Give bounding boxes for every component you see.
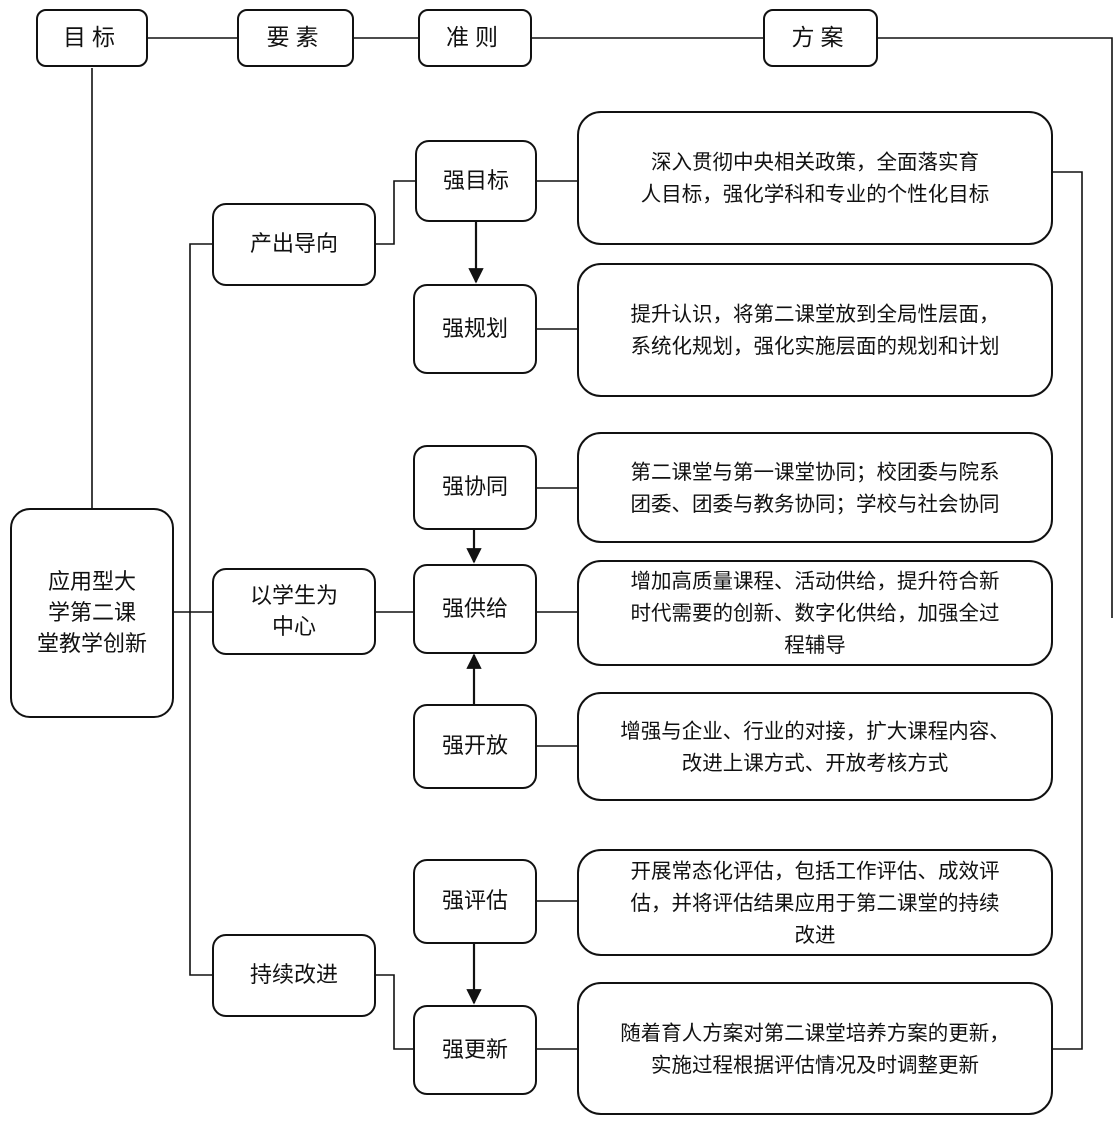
principle-update: 强更新 xyxy=(413,1005,537,1095)
element-student-line-2: 中心 xyxy=(271,614,316,640)
plan-evaluate-line-3: 改进 xyxy=(794,922,836,947)
header-principles: 准则 xyxy=(418,9,532,67)
root-line-1: 应用型大 xyxy=(47,569,136,595)
plan-update: 随着育人方案对第二课堂培养方案的更新， 实施过程根据评估情况及时调整更新 xyxy=(577,982,1053,1115)
plan-synergy-line-2: 团委、团委与教务协同；学校与社会协同 xyxy=(630,491,1000,516)
principle-evaluate: 强评估 xyxy=(413,859,537,944)
element-continuous-improvement: 持续改进 xyxy=(212,934,376,1017)
element-student-centered: 以学生为 中心 xyxy=(212,568,376,655)
principle-goal: 强目标 xyxy=(415,140,537,222)
principle-open-label: 强开放 xyxy=(441,734,508,759)
plan-evaluate: 开展常态化评估，包括工作评估、成效评 估，并将评估结果应用于第二课堂的持续 改进 xyxy=(577,849,1053,956)
principle-plan: 强规划 xyxy=(413,284,537,374)
principle-supply-label: 强供给 xyxy=(441,596,508,622)
header-principles-label: 准则 xyxy=(446,24,504,51)
plan-supply: 增加高质量课程、活动供给，提升符合新 时代需要的创新、数字化供给，加强全过 程辅… xyxy=(577,560,1053,666)
plan-update-line-1: 随着育人方案对第二课堂培养方案的更新， xyxy=(620,1020,1010,1045)
element-student-line-1: 以学生为 xyxy=(249,583,338,609)
header-goal: 目标 xyxy=(36,9,148,67)
header-plans: 方案 xyxy=(763,9,878,67)
header-elements: 要素 xyxy=(237,9,354,67)
plan-open-line-1: 增强与企业、行业的对接，扩大课程内容、 xyxy=(620,718,1010,743)
principle-synergy: 强协同 xyxy=(413,445,537,530)
plan-open-line-2: 改进上课方式、开放考核方式 xyxy=(681,750,949,775)
header-elements-label: 要素 xyxy=(266,24,325,51)
principle-open: 强开放 xyxy=(413,704,537,789)
principle-evaluate-label: 强评估 xyxy=(441,889,508,914)
header-goal-label: 目标 xyxy=(63,24,121,51)
plan-evaluate-line-2: 估，并将评估结果应用于第二课堂的持续 xyxy=(630,890,1000,915)
plan-plan: 提升认识，将第二课堂放到全局性层面， 系统化规划，强化实施层面的规划和计划 xyxy=(577,263,1053,397)
root-node: 应用型大 学第二课 堂教学创新 xyxy=(10,508,174,718)
root-line-3: 堂教学创新 xyxy=(36,631,147,657)
plan-evaluate-line-1: 开展常态化评估，包括工作评估、成效评 xyxy=(630,858,1000,883)
header-plans-label: 方案 xyxy=(791,24,850,51)
element-output-oriented: 产出导向 xyxy=(212,203,376,286)
plan-plan-line-2: 系统化规划，强化实施层面的规划和计划 xyxy=(630,334,1000,358)
principle-update-label: 强更新 xyxy=(441,1037,508,1063)
plan-plan-line-1: 提升认识，将第二课堂放到全局性层面， xyxy=(630,302,1000,326)
principle-synergy-label: 强协同 xyxy=(441,475,508,500)
element-improve-label: 持续改进 xyxy=(249,963,338,988)
root-line-2: 学第二课 xyxy=(47,600,136,626)
plan-synergy-line-1: 第二课堂与第一课堂协同；校团委与院系 xyxy=(630,459,1000,484)
plan-supply-line-3: 程辅导 xyxy=(784,633,846,657)
plan-supply-line-1: 增加高质量课程、活动供给，提升符合新 xyxy=(630,569,1000,593)
element-output-label: 产出导向 xyxy=(249,232,338,257)
plan-synergy: 第二课堂与第一课堂协同；校团委与院系 团委、团委与教务协同；学校与社会协同 xyxy=(577,432,1053,543)
plan-goal: 深入贯彻中央相关政策，全面落实育 人目标，强化学科和专业的个性化目标 xyxy=(577,111,1053,245)
plan-update-line-2: 实施过程根据评估情况及时调整更新 xyxy=(651,1052,979,1077)
principle-supply: 强供给 xyxy=(413,564,537,654)
principle-plan-label: 强规划 xyxy=(441,316,508,342)
plan-supply-line-2: 时代需要的创新、数字化供给，加强全过 xyxy=(630,601,1000,625)
plan-goal-line-2: 人目标，强化学科和专业的个性化目标 xyxy=(640,182,990,206)
plan-open: 增强与企业、行业的对接，扩大课程内容、 改进上课方式、开放考核方式 xyxy=(577,692,1053,801)
principle-goal-label: 强目标 xyxy=(442,168,509,194)
plan-goal-line-1: 深入贯彻中央相关政策，全面落实育 xyxy=(651,150,979,174)
